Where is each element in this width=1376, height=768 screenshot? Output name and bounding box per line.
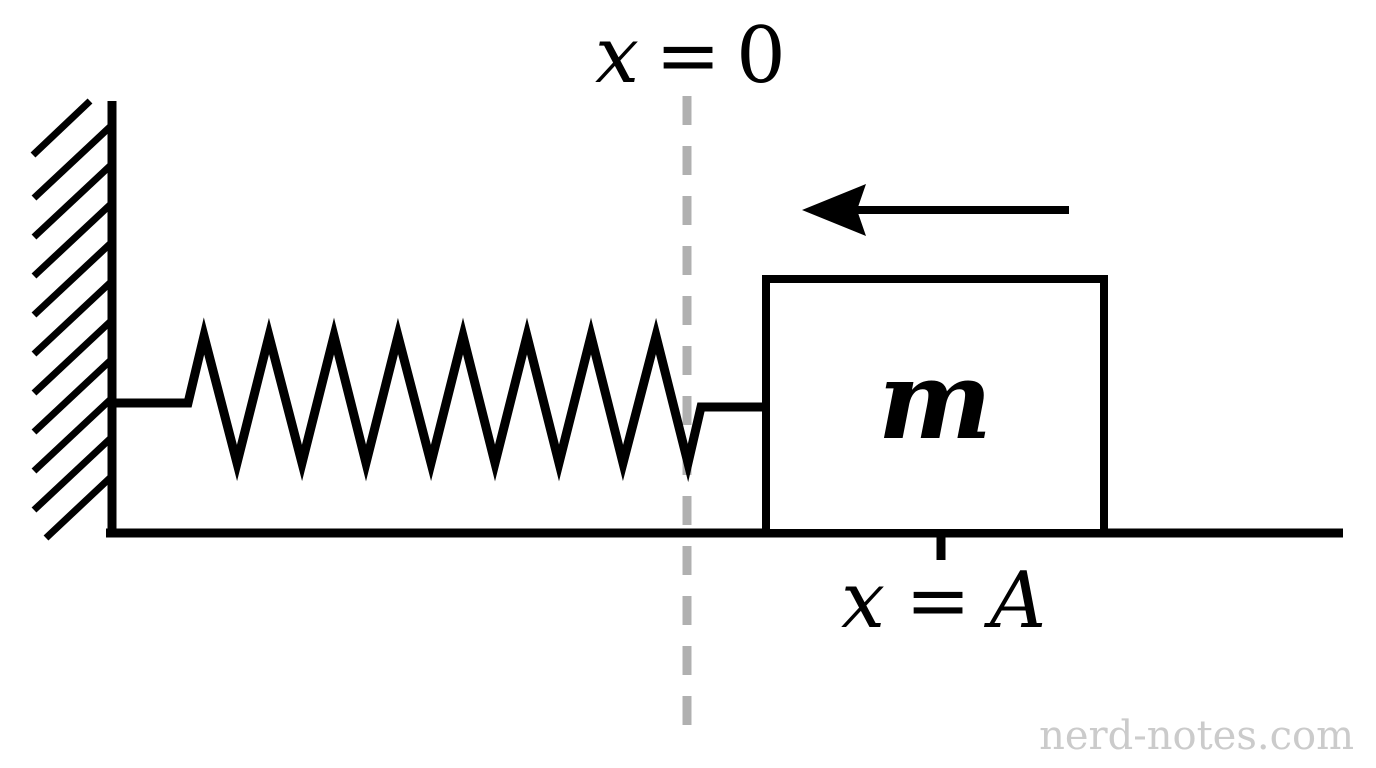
- wall-hatching: [30, 98, 115, 541]
- mass-block: [762, 275, 1108, 537]
- amplitude-label-variable: x: [841, 556, 885, 646]
- hatch-mark: [31, 278, 115, 357]
- spring: [110, 317, 766, 483]
- hatch-mark: [31, 161, 115, 240]
- equilibrium-label-equals: =: [655, 11, 720, 101]
- arrow-head: [802, 184, 866, 236]
- equilibrium-label-value: 0: [736, 11, 786, 101]
- mass-label: m: [878, 338, 992, 464]
- hatch-mark: [31, 239, 115, 318]
- equilibrium-label-variable: x: [595, 11, 639, 101]
- hatch-mark: [31, 395, 115, 474]
- hatch-mark: [31, 200, 115, 279]
- amplitude-label: x = A: [841, 556, 1046, 646]
- left-arrow-icon: [802, 184, 1069, 236]
- amplitude-label-value: A: [984, 556, 1046, 646]
- hatch-mark: [31, 122, 115, 201]
- equilibrium-label: x = 0: [595, 11, 786, 101]
- hatch-mark: [31, 356, 115, 435]
- hatch-mark: [31, 434, 115, 513]
- watermark: nerd-notes.com: [1039, 713, 1354, 759]
- hatch-mark: [30, 98, 93, 158]
- amplitude-label-equals: =: [905, 556, 970, 646]
- hatch-mark: [43, 473, 115, 541]
- hatch-mark: [31, 317, 115, 396]
